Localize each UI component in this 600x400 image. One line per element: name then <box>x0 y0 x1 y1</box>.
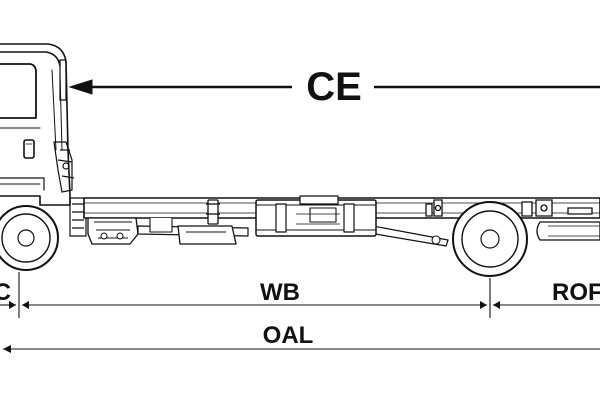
oal-label: OAL <box>263 322 314 349</box>
rof-label: ROF <box>552 279 600 306</box>
bbc-label: BBC <box>0 279 11 306</box>
ce-label: CE <box>306 65 362 109</box>
fuel-tank <box>255 195 377 237</box>
rear-suspension-brackets <box>425 199 593 217</box>
truck-cab <box>0 43 71 206</box>
wb-label: WB <box>260 279 300 306</box>
cab-back-components <box>53 141 87 237</box>
dimension-arrowheads <box>3 301 500 353</box>
rear-wheel <box>452 201 528 277</box>
front-wheel <box>0 205 59 271</box>
frame-component-upright <box>206 199 220 225</box>
lower-dimension-lines <box>0 272 600 350</box>
ce-dimension-line <box>68 79 600 95</box>
rear-crossmember <box>536 221 600 241</box>
